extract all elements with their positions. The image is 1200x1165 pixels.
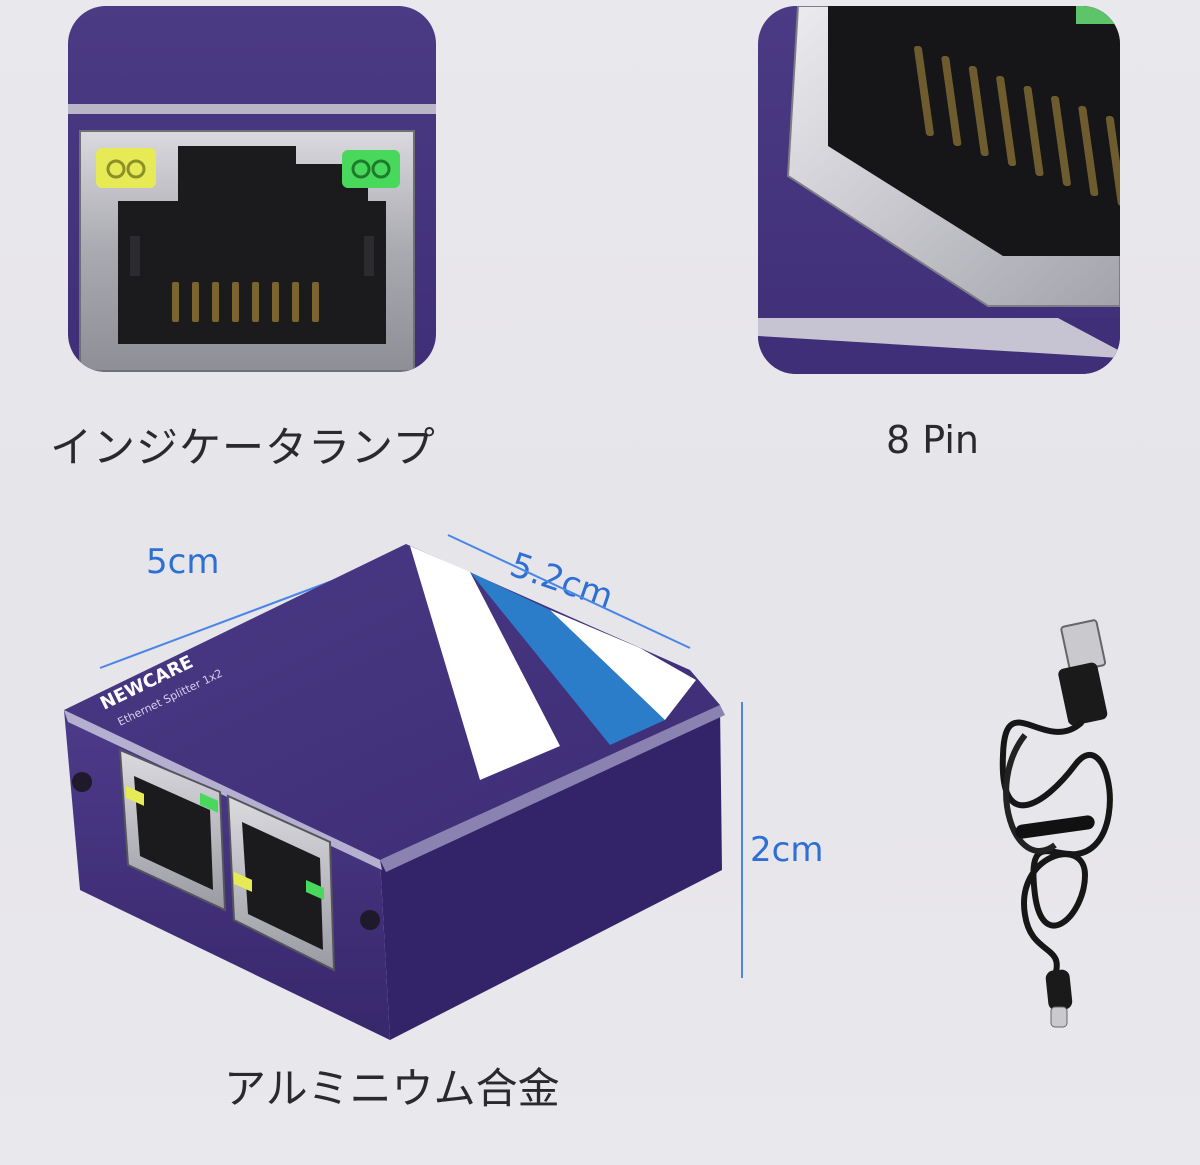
port-1-green-led-icon [200,792,218,813]
width-dimension-label: 5cm [146,542,220,582]
green-led-icon [342,150,400,188]
yellow-led-icon [96,148,156,188]
cable-tie [1015,815,1095,839]
pin-closeup [758,6,1120,374]
ethernet-splitter-device: NEWCARE Ethernet Splitter 1x2 [64,544,725,1040]
usb-c-plug-icon [1045,969,1073,1011]
eight-pins [914,46,1120,206]
port-closeup-tile [68,6,436,372]
port-1-yellow-led-icon [126,785,144,806]
pin-closeup-tile [758,6,1120,374]
ethernet-port-2 [226,794,336,972]
ethernet-port-1 [118,748,227,912]
indicator-lamp-caption: インジケータランプ [50,423,436,472]
port-2-yellow-led-icon [234,871,252,892]
usb-cable [999,619,1113,1028]
screw-icon [360,910,380,930]
pin-count-caption: 8 Pin [886,418,979,462]
aluminum-alloy-caption: アルミニウム合金 [224,1064,560,1113]
contact-pins [172,282,319,322]
height-dimension-label: 2cm [750,830,824,870]
rj45-port-closeup [68,104,436,372]
port-2-green-led-icon [306,879,324,900]
screw-icon [72,772,92,792]
